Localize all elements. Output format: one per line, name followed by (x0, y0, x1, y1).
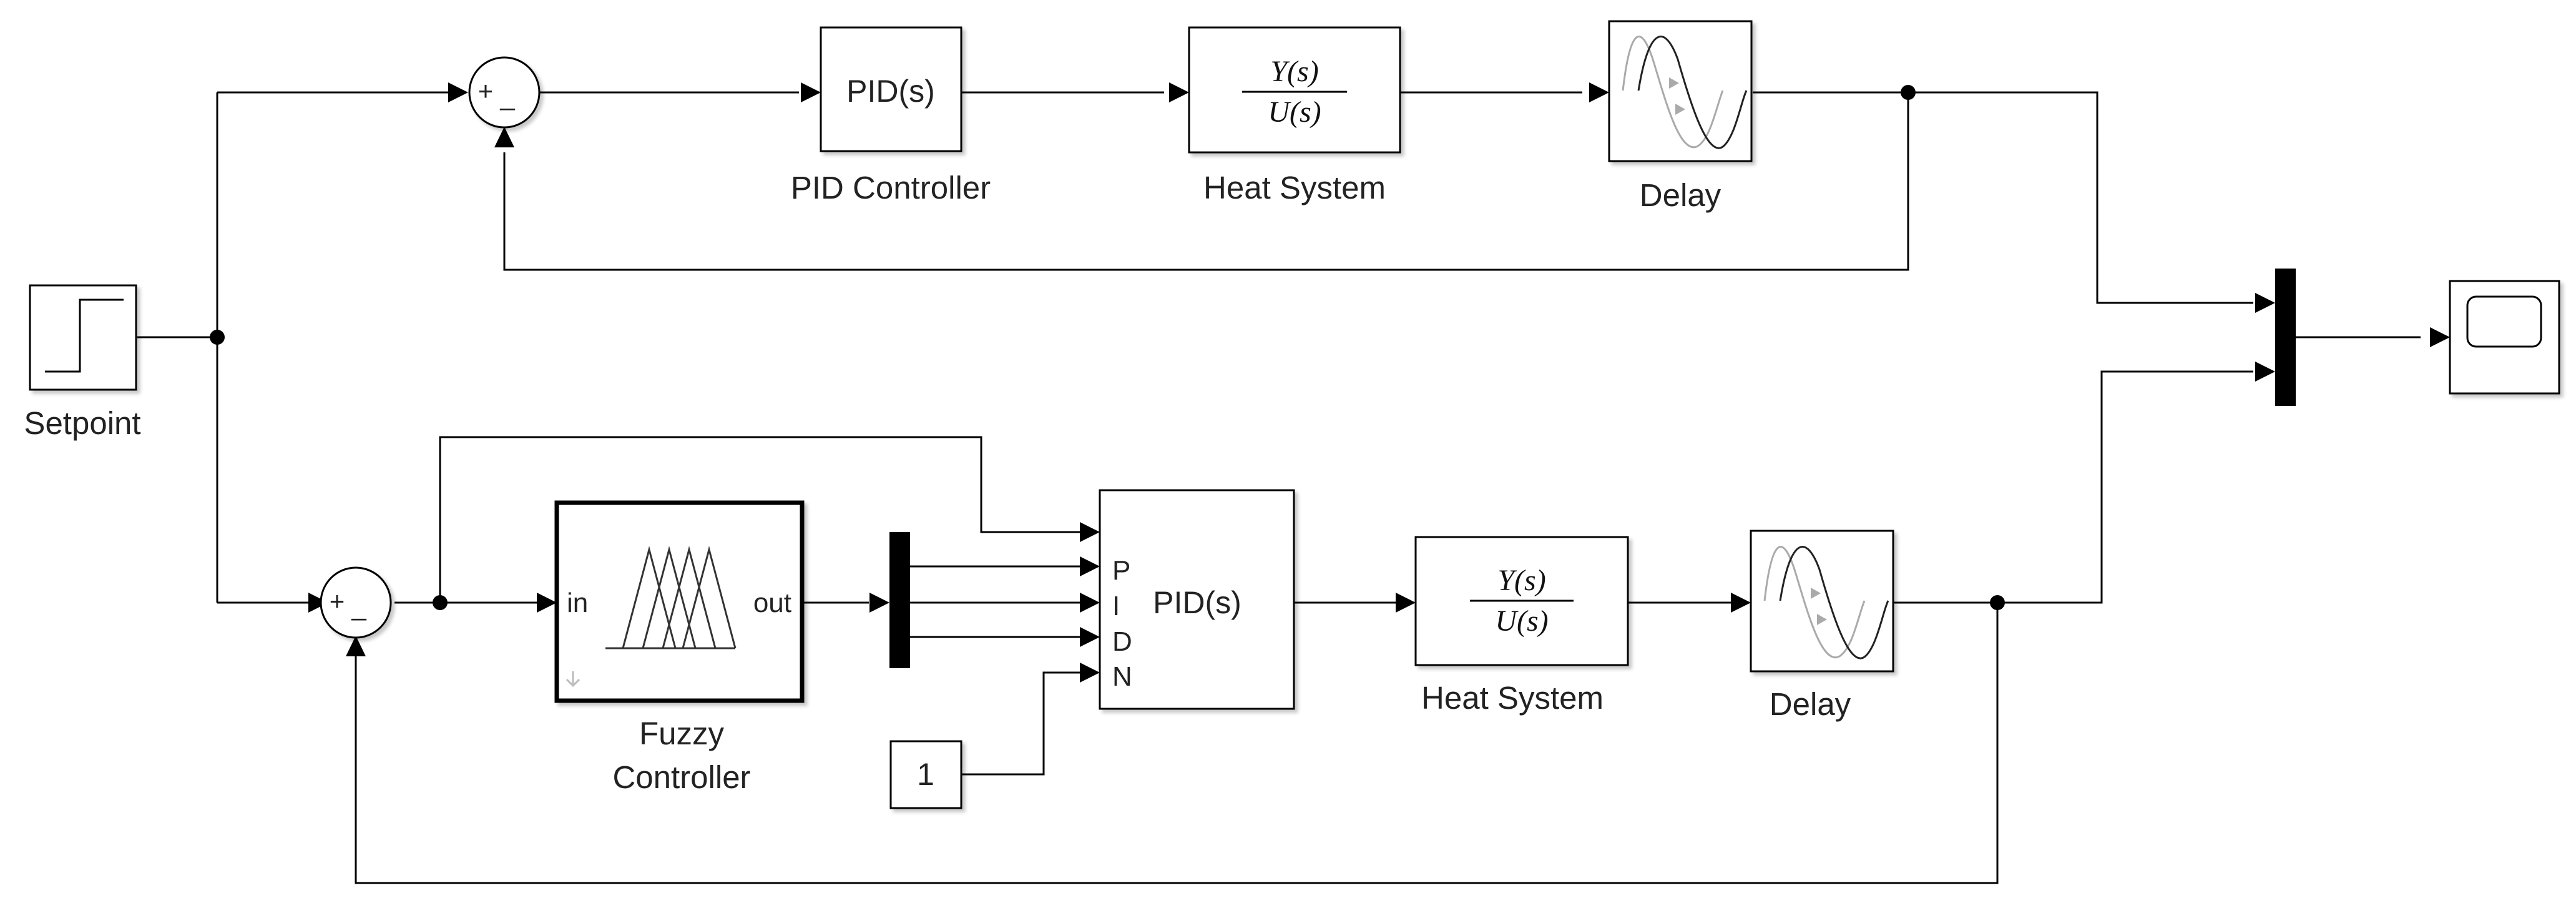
pid-port-d: D (1112, 626, 1132, 657)
pid-port-i: I (1112, 591, 1120, 621)
bottom-heat-system-block[interactable]: Y(s) U(s) (1414, 536, 1629, 666)
pid-port-p: P (1112, 555, 1130, 586)
constant-value: 1 (917, 757, 934, 792)
bottom-pid-controller-block[interactable]: PID(s) P I D N (1099, 489, 1295, 710)
delay-wave-icon (1763, 546, 1889, 659)
top-delay-label: Delay (1640, 177, 1721, 213)
top-pid-text: PID(s) (846, 74, 935, 109)
mux-block[interactable] (2275, 269, 2296, 406)
bottom-delay-label: Delay (1770, 686, 1851, 722)
fuzzy-out-port: out (753, 588, 791, 618)
demux-block[interactable] (889, 532, 910, 668)
delay-wave-icon (1622, 36, 1748, 149)
pid-port-n: N (1112, 661, 1132, 692)
membership-functions-icon (605, 546, 737, 649)
bottom-delay-block[interactable] (1750, 530, 1894, 673)
top-heat-system-block[interactable]: Y(s) U(s) (1188, 26, 1401, 154)
setpoint-label: Setpoint (24, 405, 140, 441)
setpoint-step-block[interactable] (29, 284, 137, 391)
top-pid-label: PID Controller (791, 170, 991, 205)
fuzzy-label-line1: Fuzzy (639, 716, 725, 751)
fuzzy-controller-block[interactable]: in out (554, 500, 805, 703)
bottom-sum-plus: + (330, 586, 345, 616)
top-tf-numerator: Y(s) (1270, 55, 1318, 88)
top-sum-block[interactable]: + _ (468, 56, 541, 129)
top-sum-minus: _ (499, 81, 515, 111)
signal-wires (137, 91, 2421, 884)
bottom-heat-system-label: Heat System (1421, 680, 1604, 716)
scope-block[interactable] (2449, 280, 2560, 395)
fuzzy-label-line2: Controller (612, 759, 750, 795)
top-delay-block[interactable] (1608, 20, 1753, 162)
step-icon (45, 299, 124, 373)
constant-block[interactable]: 1 (889, 740, 962, 809)
bottom-sum-block[interactable]: + _ (320, 566, 392, 639)
top-tf-denominator: U(s) (1268, 96, 1321, 129)
top-pid-controller-block[interactable]: PID(s) (820, 26, 962, 152)
bottom-tf-numerator: Y(s) (1497, 564, 1545, 597)
bottom-sum-minus: _ (351, 591, 366, 621)
bottom-pid-text: PID(s) (1153, 585, 1241, 620)
bottom-tf-denominator: U(s) (1495, 604, 1548, 638)
scope-screen-icon (2466, 295, 2542, 348)
fuzzy-in-port: in (567, 588, 588, 618)
arrowheads (308, 82, 2450, 683)
branch-points (210, 85, 2005, 610)
top-heat-system-label: Heat System (1203, 170, 1386, 205)
down-arrow-icon (566, 671, 580, 688)
top-sum-plus: + (478, 76, 494, 106)
